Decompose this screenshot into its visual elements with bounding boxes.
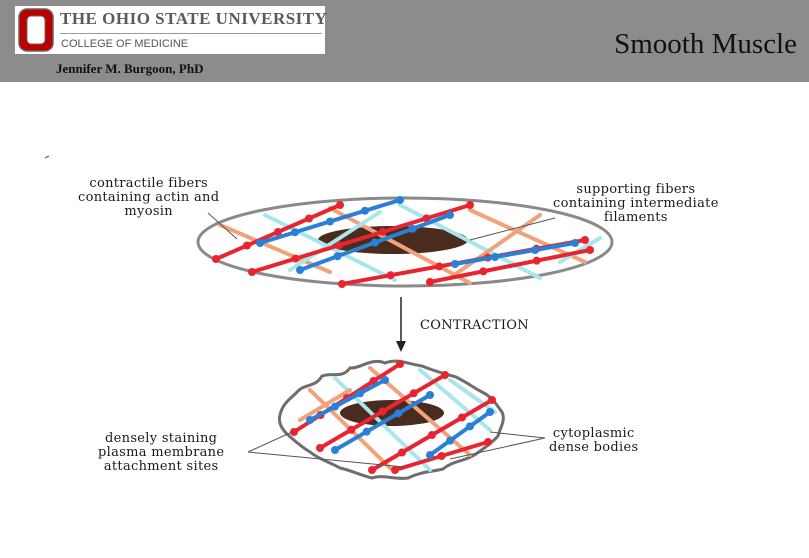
dense-body [316,444,324,452]
dense-body [394,409,403,418]
dense-body [391,466,399,474]
label-supporting-fibers: supporting fibers containing intermediat… [553,182,719,225]
intermediate-filament [328,206,472,285]
dense-body [386,271,395,280]
dense-body [335,241,344,250]
contractile-fiber [250,203,472,274]
dense-body [491,253,499,261]
dense-body [333,252,342,261]
dense-body [243,241,251,250]
dense-body [426,451,434,459]
dense-body [532,256,541,265]
dense-body [571,239,579,247]
dense-body [435,262,444,271]
dense-body [581,236,589,244]
leader-lines [207,212,556,468]
label-contraction: CONTRACTION [420,318,529,333]
dense-body [336,201,344,209]
college-name: COLLEGE OF MEDICINE [61,38,189,50]
divider [60,33,322,34]
contracted-cell [277,359,505,480]
dense-body [488,396,496,404]
dense-body [396,360,404,368]
intermediate-filament [298,388,352,422]
dense-body [458,413,466,422]
dense-body [248,268,256,276]
dense-body [356,389,364,398]
dense-body [378,227,387,236]
dense-body [347,425,356,434]
dense-body [381,376,389,384]
arrow-down-icon [396,297,406,352]
osu-block-o-logo [18,8,54,52]
label-attachment-sites: densely staining plasma membrane attachm… [98,431,225,474]
dense-body [290,428,298,436]
label-dense-bodies: cytoplasmic dense bodies [549,426,639,455]
dense-body [338,280,346,288]
dense-body [305,214,313,223]
contractile-fiber [333,393,432,452]
dense-body [428,431,436,439]
dense-body [331,402,339,411]
dense-body [291,228,299,237]
dense-body [371,238,379,247]
dense-body [256,239,264,247]
header-bar: THE OHIO STATE UNIVERSITY COLLEGE OF MED… [0,0,809,82]
dense-body [426,278,434,286]
dense-body [409,389,418,398]
dense-body [396,196,404,204]
label-contractile-fibers: contractile fibers containing actin and … [78,176,220,219]
dense-body [586,246,594,254]
dense-body [291,254,300,263]
university-logo-box: THE OHIO STATE UNIVERSITY COLLEGE OF MED… [15,6,328,54]
dense-body [408,224,417,233]
relaxed-cell [196,196,614,288]
dense-body [426,391,434,399]
contractile-fiber [308,378,387,422]
intermediate-filament [288,210,382,272]
intermediate-filament [448,378,497,414]
contractile-fiber [428,248,592,284]
dense-body [466,201,474,209]
dense-body [378,407,387,416]
dense-body [368,466,376,474]
dense-body [466,422,474,431]
dense-body [451,260,459,268]
dense-body [398,448,406,457]
dense-body [212,255,220,263]
dense-body [437,452,446,460]
dense-body [362,427,371,436]
dense-body [361,206,369,215]
dense-body [446,211,454,219]
dense-body [484,438,492,446]
dense-body [531,246,539,254]
dense-body [331,446,339,454]
dense-body [446,436,454,445]
contractile-fiber [428,410,492,457]
author-name: Jennifer M. Burgoon, PhD [56,61,204,76]
dense-body [422,214,431,223]
dense-body [326,217,334,226]
university-name: THE OHIO STATE UNIVERSITY [60,9,328,28]
dense-body [306,416,314,424]
dense-body [296,266,304,274]
contractile-fiber [453,241,577,266]
dense-body [441,371,449,379]
dense-body [274,228,282,236]
dense-body [479,267,488,276]
dense-body [486,408,494,416]
page-title: Smooth Muscle [614,28,797,60]
